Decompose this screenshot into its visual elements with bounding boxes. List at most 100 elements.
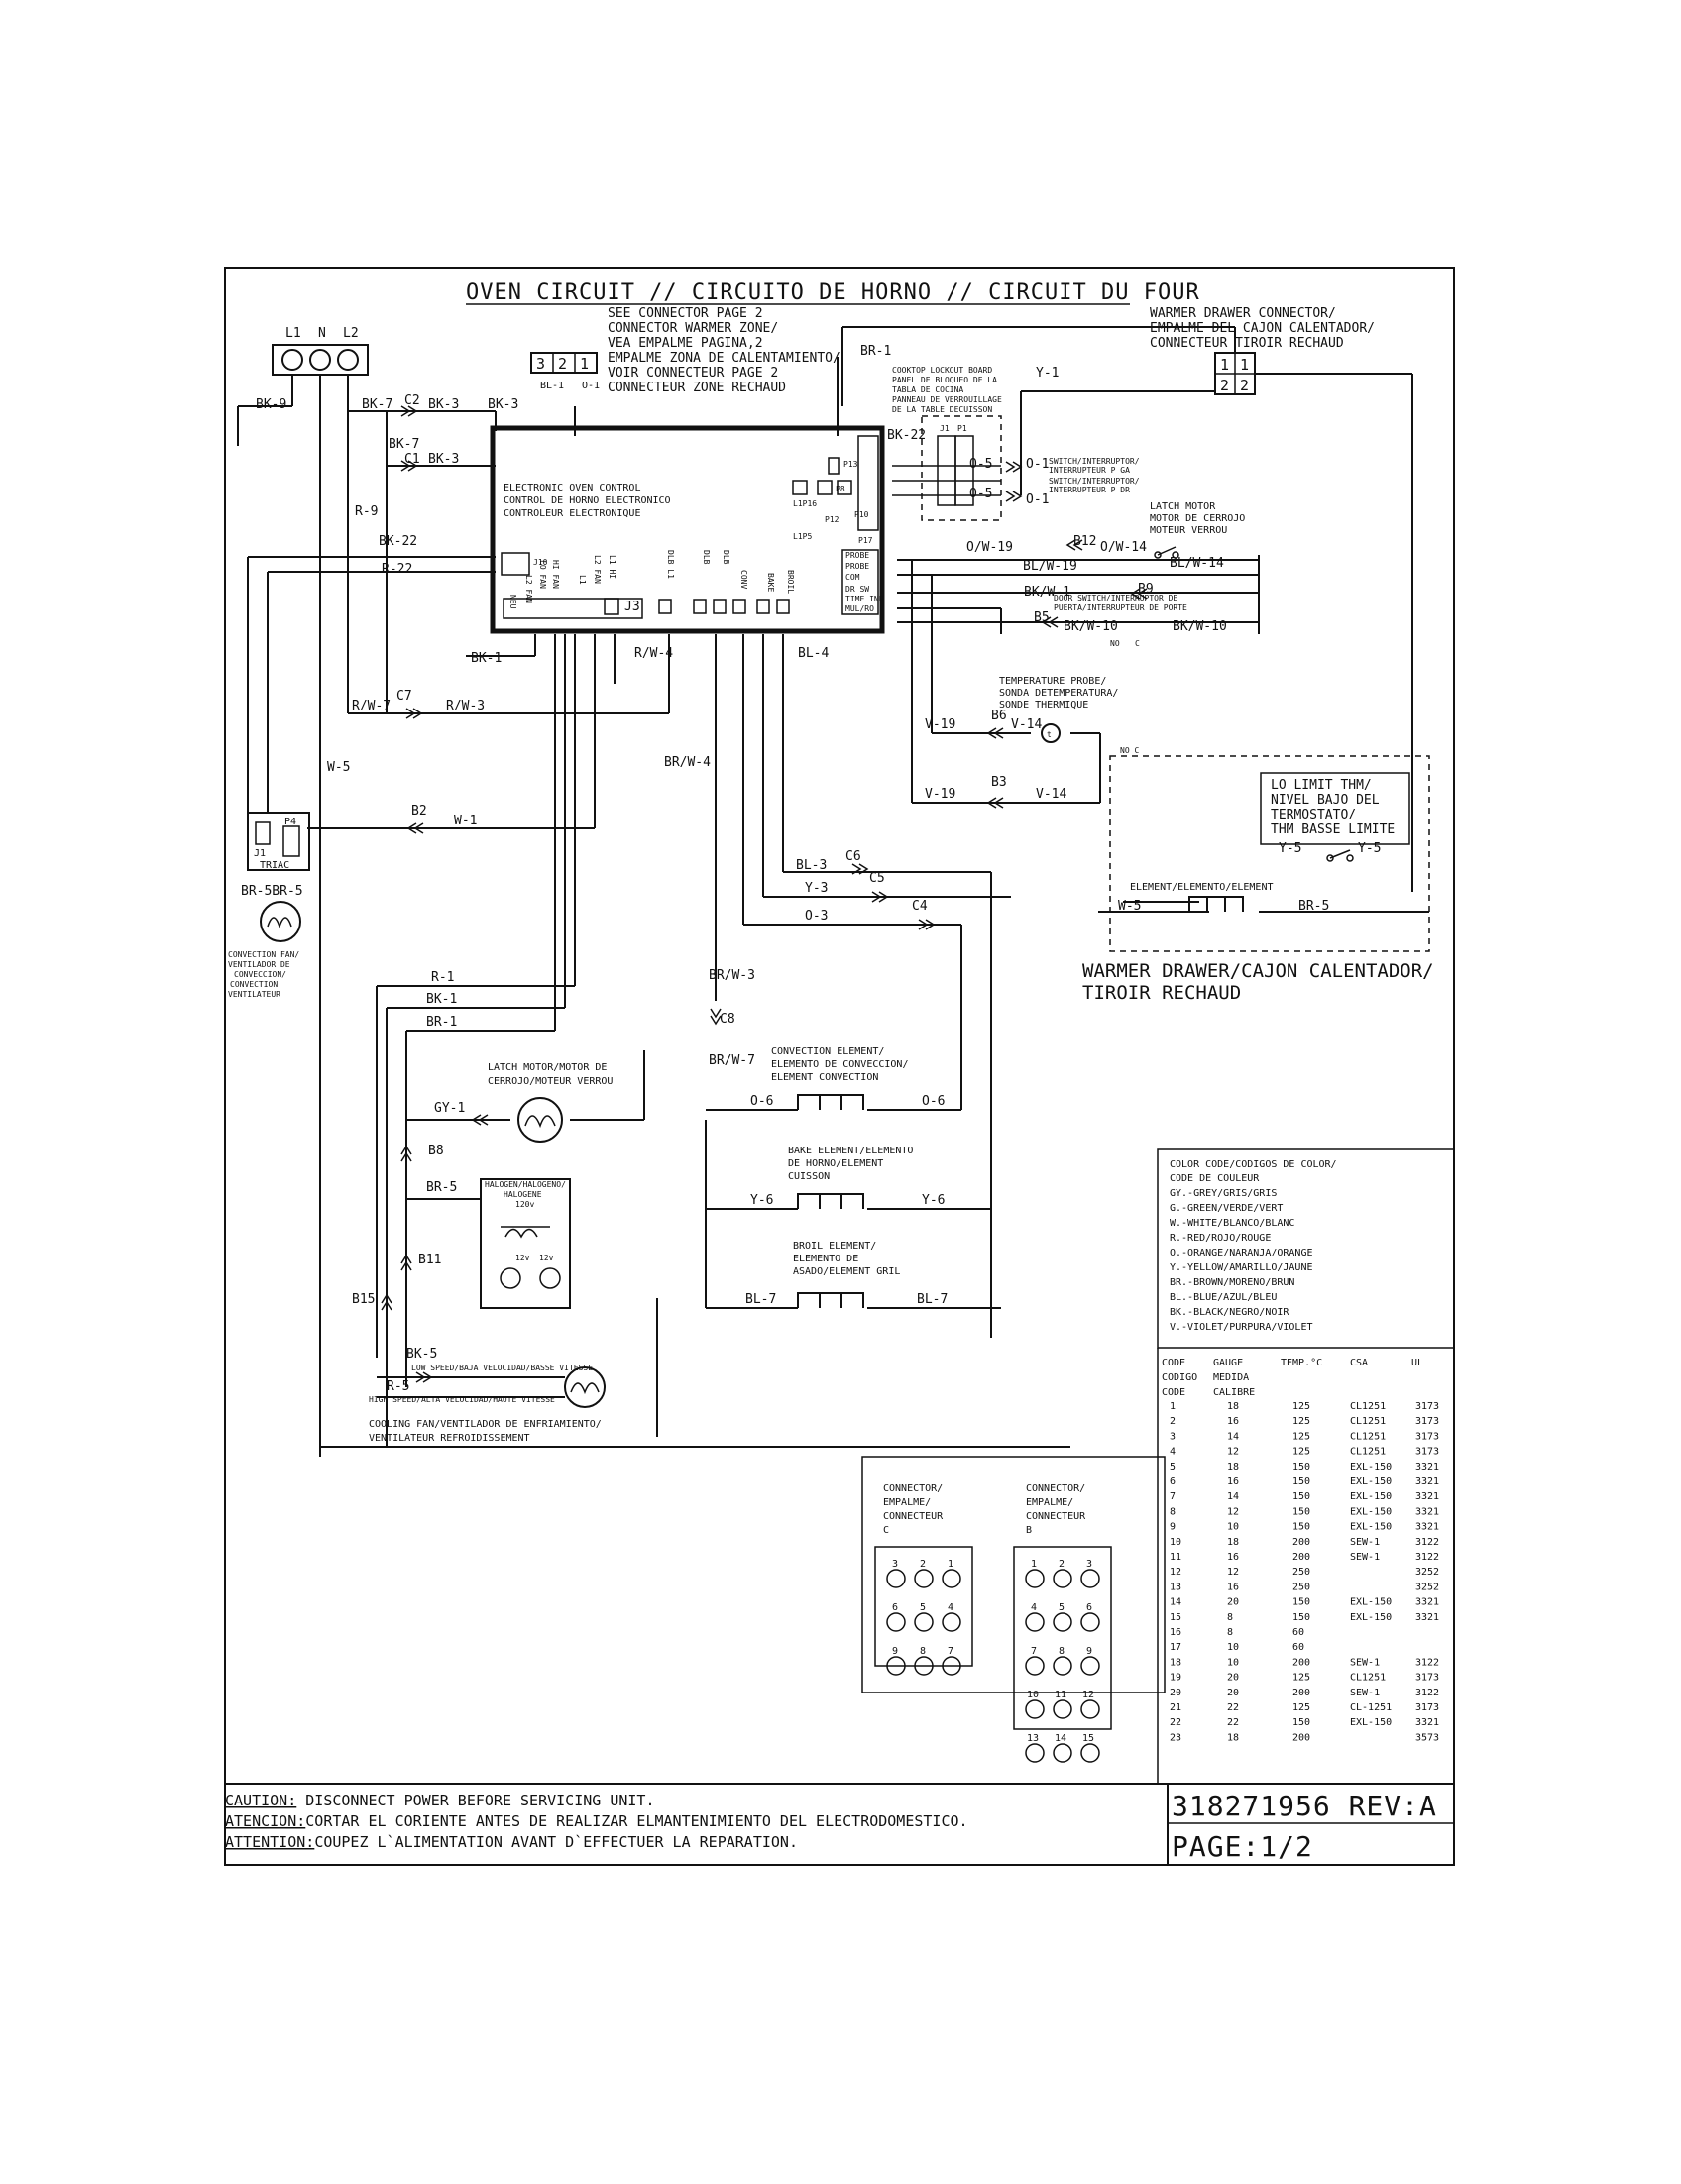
svg-text:TIME IND: TIME IND <box>845 595 884 603</box>
table-cell: 125 <box>1292 1447 1310 1458</box>
svg-text:SONDE THERMIQUE: SONDE THERMIQUE <box>999 700 1088 710</box>
svg-text:DE LA TABLE DECUISSON: DE LA TABLE DECUISSON <box>892 405 992 414</box>
pin-socket <box>914 1612 934 1632</box>
table-cell: 250 <box>1292 1582 1310 1592</box>
table-cell: 22 <box>1227 1702 1239 1713</box>
n-label: N <box>318 326 326 341</box>
svg-text:V-19: V-19 <box>925 717 955 732</box>
table-cell: 17 <box>1170 1642 1181 1653</box>
svg-text:BR-5BR-5: BR-5BR-5 <box>241 884 303 899</box>
svg-text:V-19: V-19 <box>925 787 955 802</box>
table-cell: 10 <box>1227 1522 1239 1533</box>
pin-socket <box>1025 1743 1045 1763</box>
table-cell: 15 <box>1170 1612 1181 1623</box>
l1-label: L1 <box>285 326 301 341</box>
svg-text:O/W-14: O/W-14 <box>1100 540 1147 555</box>
svg-text:J10: J10 <box>533 558 548 567</box>
svg-text:C6: C6 <box>845 849 861 864</box>
table-cell: 20 <box>1227 1673 1239 1684</box>
svg-text:COLOR CODE/CODIGOS DE COLOR/: COLOR CODE/CODIGOS DE COLOR/ <box>1170 1159 1337 1170</box>
svg-text:TRIAC: TRIAC <box>260 860 289 871</box>
table-cell: 3122 <box>1415 1552 1439 1563</box>
svg-text:R-1: R-1 <box>431 970 454 985</box>
svg-text:BK-7: BK-7 <box>389 437 419 452</box>
svg-text:B: B <box>1026 1525 1032 1536</box>
pin-number: 11 <box>1055 1690 1066 1700</box>
table-cell: 12 <box>1170 1567 1181 1578</box>
table-cell: 3122 <box>1415 1537 1439 1548</box>
svg-text:O-6: O-6 <box>750 1094 773 1109</box>
svg-text:DE HORNO/ELEMENT: DE HORNO/ELEMENT <box>788 1158 883 1169</box>
table-cell: 3573 <box>1415 1732 1439 1743</box>
svg-text:THM BASSE LIMITE: THM BASSE LIMITE <box>1271 822 1395 837</box>
svg-text:J1: J1 <box>254 848 266 859</box>
warmer-drawer: NO C LO LIMIT THM/ NIVEL BAJO DEL TERMOS… <box>1082 746 1434 1004</box>
svg-text:CONVECCION/: CONVECCION/ <box>234 970 286 979</box>
table-cell: 16 <box>1170 1627 1181 1638</box>
table-cell: 12 <box>1227 1506 1239 1517</box>
part-number: 318271956 REV:A <box>1172 1790 1437 1822</box>
svg-text:120v: 120v <box>515 1200 534 1209</box>
svg-text:EMPALME ZONA DE CALENTAMIENTO/: EMPALME ZONA DE CALENTAMIENTO/ <box>608 351 840 366</box>
svg-text:CUISSON: CUISSON <box>788 1171 830 1182</box>
pin-number: 14 <box>1055 1733 1066 1744</box>
svg-text:CONNECTOR/: CONNECTOR/ <box>1026 1483 1085 1494</box>
svg-text:G.-GREEN/VERDE/VERT: G.-GREEN/VERDE/VERT <box>1170 1203 1283 1214</box>
table-cell: 3173 <box>1415 1447 1439 1458</box>
svg-text:P13: P13 <box>843 460 858 469</box>
pin-socket <box>1025 1699 1045 1719</box>
convection-element: CONVECTION ELEMENT/ ELEMENTO DE CONVECCI… <box>771 1046 908 1110</box>
svg-text:ASADO/ELEMENT GRIL: ASADO/ELEMENT GRIL <box>793 1266 900 1277</box>
svg-text:C: C <box>1135 639 1140 648</box>
halogen-lamp: HALOGEN/HALOGENO/ HALOGENE 120v 12v 12v <box>480 1178 571 1309</box>
svg-text:CODIGO: CODIGO <box>1162 1372 1197 1383</box>
svg-text:COOLING FAN/VENTILADOR DE ENFR: COOLING FAN/VENTILADOR DE ENFRIAMIENTO/ <box>369 1419 602 1430</box>
pin-socket <box>1053 1699 1072 1719</box>
table-cell: 18 <box>1227 1401 1239 1412</box>
svg-text:R/W-3: R/W-3 <box>446 699 485 713</box>
svg-text:HIGH SPEED/ALTA VELOCIDAD/HAUT: HIGH SPEED/ALTA VELOCIDAD/HAUTE VITESSE <box>369 1395 555 1404</box>
svg-text:SONDA DETEMPERATURA/: SONDA DETEMPERATURA/ <box>999 688 1118 699</box>
table-cell: 18 <box>1170 1657 1181 1668</box>
pin-number: 3 <box>1086 1559 1092 1570</box>
svg-text:1: 1 <box>1220 356 1229 374</box>
pin-socket <box>1080 1656 1100 1676</box>
svg-text:L1 HI: L1 HI <box>608 555 616 579</box>
table-cell: 14 <box>1227 1431 1239 1442</box>
table-cell: 14 <box>1227 1491 1239 1502</box>
table-cell: EXL-150 <box>1350 1612 1392 1623</box>
table-cell: 60 <box>1292 1642 1304 1653</box>
table-cell: 3321 <box>1415 1462 1439 1473</box>
table-cell: 3122 <box>1415 1657 1439 1668</box>
table-cell: 6 <box>1170 1476 1176 1487</box>
svg-text:ATENCION:CORTAR EL CORIENTE AN: ATENCION:CORTAR EL CORIENTE ANTES DE REA… <box>225 1812 968 1830</box>
pin-number: 5 <box>920 1602 926 1613</box>
table-cell: 4 <box>1170 1447 1176 1458</box>
pin-number: 5 <box>1059 1602 1065 1613</box>
table-cell: 5 <box>1170 1462 1176 1473</box>
svg-text:MOTOR DE CERROJO: MOTOR DE CERROJO <box>1150 513 1245 524</box>
svg-text:CONNECTEUR ZONE RECHAUD: CONNECTEUR ZONE RECHAUD <box>608 381 786 395</box>
control-right-pins: PROBE PROBE COM DR SW TIME IND MUL/RO <box>845 551 884 613</box>
pin-number: 2 <box>920 1559 926 1570</box>
svg-text:ELEMENTO DE: ELEMENTO DE <box>793 1254 858 1264</box>
table-cell: 150 <box>1292 1612 1310 1623</box>
color-code-legend: COLOR CODE/CODIGOS DE COLOR/ CODE DE COU… <box>1157 1148 1455 1349</box>
pin-socket <box>942 1569 961 1588</box>
svg-text:BR/W-3: BR/W-3 <box>709 968 755 983</box>
svg-text:SWITCH/INTERRUPTOR/: SWITCH/INTERRUPTOR/ <box>1049 457 1140 466</box>
pin-socket <box>886 1612 906 1632</box>
svg-text:L1P5: L1P5 <box>793 532 812 541</box>
svg-text:L1: L1 <box>578 575 587 585</box>
svg-text:VENTILATEUR: VENTILATEUR <box>228 990 280 999</box>
svg-text:J3: J3 <box>624 600 640 614</box>
svg-text:Y-3: Y-3 <box>805 881 828 896</box>
svg-text:L2 FAN: L2 FAN <box>524 575 533 603</box>
svg-text:PANNEAU DE VERROUILLAGE: PANNEAU DE VERROUILLAGE <box>892 395 1002 404</box>
svg-text:BR-1: BR-1 <box>860 344 891 359</box>
svg-text:O-5: O-5 <box>969 457 992 472</box>
